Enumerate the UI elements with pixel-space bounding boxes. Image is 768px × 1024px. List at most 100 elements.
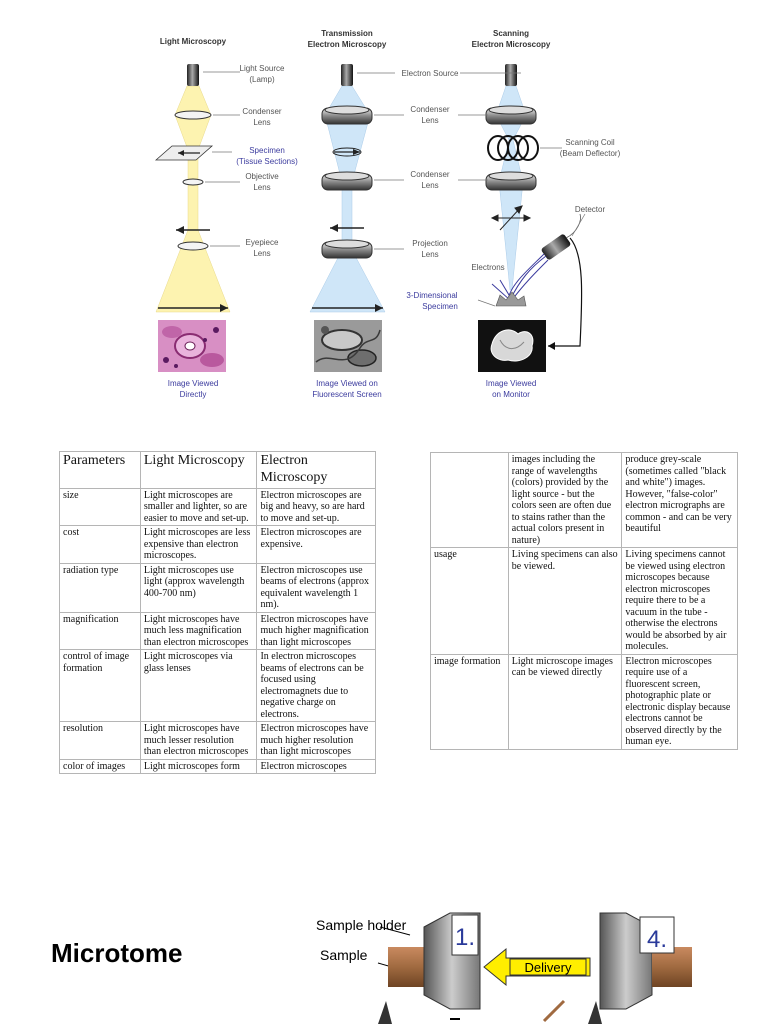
svg-text:Lens: Lens	[253, 183, 270, 192]
table-row: radiation type Light microscopes use lig…	[59, 562, 376, 613]
row-parameter: size	[59, 487, 141, 527]
row-parameter: image formation	[430, 653, 509, 750]
label-condenser-lm: Condenser	[242, 107, 281, 116]
svg-text:Lens: Lens	[421, 181, 438, 190]
svg-text:on Monitor: on Monitor	[492, 390, 530, 399]
row-parameter: color of images	[59, 758, 141, 775]
svg-text:Lens: Lens	[253, 118, 270, 127]
tem-condenser-lens-1	[321, 105, 373, 125]
row-electron: Electron microscopes have much higher re…	[256, 721, 376, 760]
header-parameters: Parameters	[59, 451, 141, 489]
label-detector: Detector	[575, 205, 606, 214]
svg-text:Lens: Lens	[421, 250, 438, 259]
delivery-arrow: Delivery	[483, 947, 591, 987]
comparison-table-left: Parameters Light Microscopy Electron Mic…	[59, 451, 376, 775]
row-parameter: resolution	[59, 721, 141, 760]
row-electron: Electron microscopes are big and heavy, …	[256, 487, 376, 527]
blade-icon-right	[588, 1001, 602, 1024]
tem-beam	[309, 85, 386, 313]
table-row: control of image formation Light microsc…	[59, 649, 376, 723]
table-row: magnification Light microscopes have muc…	[59, 611, 376, 651]
lamp-icon	[187, 64, 199, 86]
light-beam	[155, 85, 231, 313]
label-sample-holder: Sample holder	[316, 917, 407, 933]
svg-text:Scanning: Scanning	[493, 29, 529, 38]
row-light: Light microscope images can be viewed di…	[507, 653, 623, 750]
table-header-row: Parameters Light Microscopy Electron Mic…	[59, 451, 376, 489]
caption-sem: Image Viewed	[486, 379, 537, 388]
svg-text:Specimen: Specimen	[422, 302, 458, 311]
tem-condenser-lens-2	[321, 171, 373, 191]
svg-text:Fluorescent Screen: Fluorescent Screen	[312, 390, 381, 399]
sem-condenser-lens-2	[485, 171, 537, 191]
scanning-coil-icon	[487, 135, 539, 161]
row-light: Light microscopes have much less magnifi…	[139, 611, 258, 651]
row-electron: Electron microscopes require use of a fl…	[621, 653, 738, 750]
svg-text:(Lamp): (Lamp)	[249, 75, 275, 84]
sample-block	[388, 947, 424, 987]
tem-specimen	[332, 147, 362, 157]
label-electron-source: Electron Source	[402, 69, 459, 78]
caption-tem: Image Viewed on	[316, 379, 378, 388]
row-parameter	[430, 452, 509, 548]
sem-image	[478, 320, 546, 372]
row-light: Light microscopes use light (approx wave…	[139, 562, 258, 613]
label-scanning-coil: Scanning Coil	[565, 138, 615, 147]
tem-projection-lens	[321, 239, 373, 259]
label-specimen-3d: 3-Dimensional	[406, 291, 457, 300]
row-electron: In electron microscopes beams of electro…	[256, 649, 376, 723]
row-electron: produce grey-scale (sometimes called "bl…	[621, 452, 738, 548]
row-electron: Living specimens cannot be viewed using …	[621, 547, 738, 655]
row-parameter: cost	[59, 525, 141, 564]
row-light: Light microscopes via glass lenses	[139, 649, 258, 723]
row-parameter: control of image formation	[59, 649, 141, 723]
row-electron: Electron microscopes have much higher ma…	[256, 611, 376, 651]
detector-icon	[541, 234, 571, 260]
sem-electron-gun-icon	[505, 64, 517, 86]
label-eyepiece: Eyepiece	[246, 238, 279, 247]
row-light: Living specimens can also be viewed.	[507, 547, 623, 655]
specimen-3d-icon	[495, 291, 527, 307]
table-row: color of images Light microscopes form E…	[59, 758, 376, 775]
eyepiece-lens-icon	[177, 241, 209, 251]
row-electron: Electron microscopes are expensive.	[256, 525, 376, 564]
table-row: size Light microscopes are smaller and l…	[59, 487, 376, 527]
electron-paths	[491, 253, 549, 301]
label-projection: Projection	[412, 239, 448, 248]
section-ribbon	[542, 999, 566, 1023]
label-electrons: Electrons	[471, 263, 504, 272]
table-row: image formation Light microscope images …	[430, 653, 738, 750]
column-title-tem: Transmission Electron Microscopy	[308, 29, 387, 49]
svg-text:Light Microscopy: Light Microscopy	[160, 37, 227, 46]
row-light: Light microscopes form	[139, 758, 258, 775]
label-condenser-tem2: Condenser	[410, 170, 449, 179]
header-light: Light Microscopy	[139, 451, 258, 489]
svg-text:Transmission: Transmission	[321, 29, 373, 38]
microtome-diagram: 1. Sample holder Sample Delivery 4.	[316, 912, 692, 1024]
column-title-sem: Scanning Electron Microscopy	[472, 29, 551, 49]
scan-arrows	[490, 205, 532, 231]
microtome-title: Microtome	[51, 938, 183, 968]
microscopy-diagram: Light Microscopy Transmission Electron M…	[154, 29, 621, 399]
step-1-label: 1.	[455, 924, 475, 951]
table-row: images including the range of wavelength…	[430, 452, 738, 548]
svg-text:Electron Microscopy: Electron Microscopy	[308, 40, 387, 49]
caption-lm: Image Viewed	[168, 379, 219, 388]
svg-text:Electron Microscopy: Electron Microscopy	[472, 40, 551, 49]
row-light: Light microscopes are smaller and lighte…	[139, 487, 258, 527]
row-parameter: magnification	[59, 611, 141, 651]
column-title-light: Light Microscopy	[160, 37, 227, 46]
table-row: cost Light microscopes are less expensiv…	[59, 525, 376, 564]
objective-lens-icon	[182, 178, 204, 186]
svg-text:Directly: Directly	[180, 390, 207, 399]
delivery-label: Delivery	[525, 960, 572, 975]
electron-gun-icon	[341, 64, 353, 86]
row-electron: Electron microscopes	[256, 758, 376, 775]
label-light-source: Light Source	[240, 64, 285, 73]
svg-text:(Beam Deflector): (Beam Deflector)	[560, 149, 621, 158]
label-sample: Sample	[320, 947, 368, 963]
table-row: usage Living specimens can also be viewe…	[430, 547, 738, 655]
table-row: resolution Light microscopes have much l…	[59, 721, 376, 760]
svg-text:(Tissue Sections): (Tissue Sections)	[236, 157, 298, 166]
row-parameter: usage	[430, 547, 509, 655]
